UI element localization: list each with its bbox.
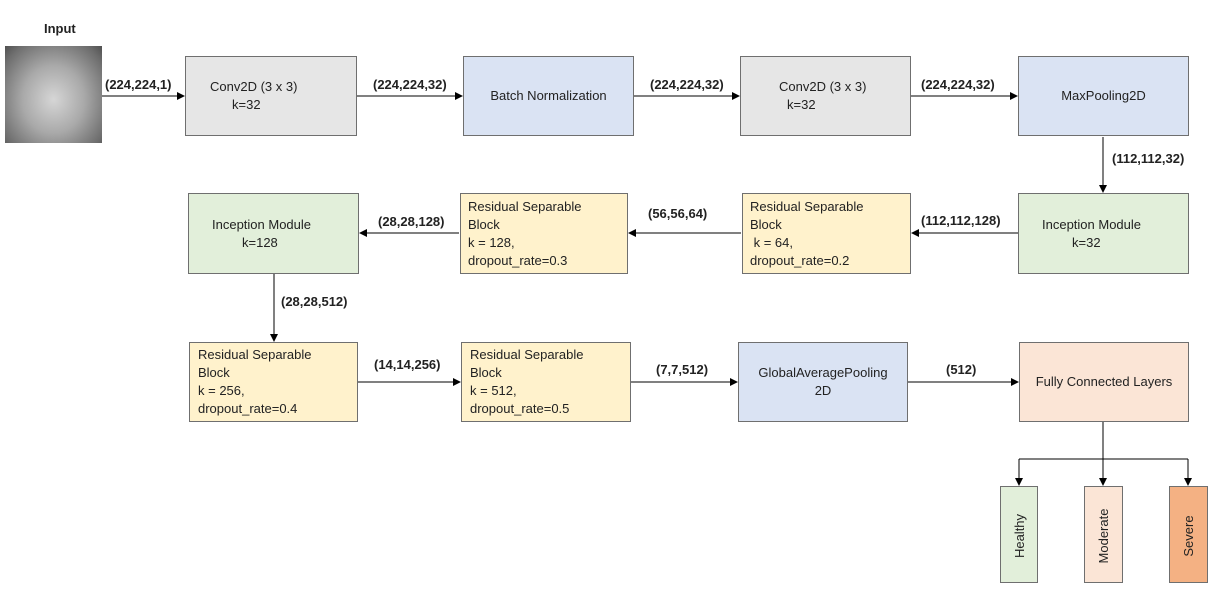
input-xray-image [5,46,102,143]
inception-2-filters: k=128 [242,234,278,250]
shape-label-conv2-maxpool: (224,224,32) [921,77,995,92]
res-1-line-1: Residual Separable [750,198,864,214]
conv2d-2-filters: k=32 [787,97,816,112]
output-severe: Severe [1169,486,1208,583]
res-2-line-1: Residual Separable [468,198,582,214]
shape-label-input-conv1: (224,224,1) [105,77,172,92]
gap-line-2: 2D [814,383,832,398]
global-average-pooling-block: GlobalAveragePooling 2D [738,342,908,422]
res-4-line-2: Block [470,365,502,380]
residual-separable-block-2: Residual Separable Block k = 128, dropou… [460,193,628,274]
conv2d-1-filters: k=32 [232,97,261,112]
res-4-line-4: dropout_rate=0.5 [470,401,570,416]
res-2-line-2: Block [468,216,500,232]
shape-label-bn-conv2: (224,224,32) [650,77,724,92]
gap-line-1: GlobalAveragePooling [758,365,888,380]
inception-module-block-2: Inception Module k=128 [188,193,359,274]
res-3-line-1: Residual Separable [198,347,312,362]
batch-normalization-label: Batch Normalization [490,88,607,103]
fully-connected-label: Fully Connected Layers [1035,374,1173,389]
residual-separable-block-1: Residual Separable Block k = 64, dropout… [742,193,911,274]
inception-1-label: Inception Module [1042,216,1142,232]
inception-1-filters: k=32 [1072,234,1101,250]
res-3-line-4: dropout_rate=0.4 [198,401,298,416]
input-title: Input [44,21,76,36]
res-3-line-3: k = 256, [198,383,245,398]
batch-normalization-block: Batch Normalization [463,56,634,136]
fully-connected-block: Fully Connected Layers [1019,342,1189,422]
res-4-line-3: k = 512, [470,383,517,398]
conv2d-1-label: Conv2D (3 x 3) [210,79,298,94]
shape-label-res2-inception2: (28,28,128) [378,214,445,229]
shape-label-gap-fc: (512) [946,362,977,377]
maxpooling2d-block: MaxPooling2D [1018,56,1189,136]
residual-separable-block-3: Residual Separable Block k = 256, dropou… [189,342,358,422]
res-1-line-4: dropout_rate=0.2 [750,252,850,268]
output-moderate-label: Moderate [1096,508,1111,564]
res-2-line-4: dropout_rate=0.3 [468,252,568,268]
shape-label-res3-res4: (14,14,256) [374,357,441,372]
res-2-line-3: k = 128, [468,234,515,250]
res-4-line-1: Residual Separable [470,347,584,362]
output-healthy-label: Healthy [1012,513,1027,559]
res-1-line-2: Block [750,216,782,232]
output-healthy: Healthy [1000,486,1038,583]
output-moderate: Moderate [1084,486,1123,583]
shape-label-inception2-res3: (28,28,512) [281,294,348,309]
maxpooling2d-label: MaxPooling2D [1061,88,1146,103]
res-3-line-2: Block [198,365,230,380]
residual-separable-block-4: Residual Separable Block k = 512, dropou… [461,342,631,422]
shape-label-conv1-bn: (224,224,32) [373,77,447,92]
shape-label-res1-res2: (56,56,64) [648,206,708,221]
output-severe-label: Severe [1181,515,1196,557]
inception-module-block-1: Inception Module k=32 [1018,193,1189,274]
conv2d-2-label: Conv2D (3 x 3) [779,79,867,94]
res-1-line-3: k = 64, [750,234,793,250]
shape-label-inception1-res1: (112,112,128) [921,213,1001,228]
shape-label-maxpool-inception1: (112,112,32) [1112,151,1185,166]
conv2d-block-1: Conv2D (3 x 3) k=32 [185,56,357,136]
shape-label-res4-gap: (7,7,512) [656,362,709,377]
conv2d-block-2: Conv2D (3 x 3) k=32 [740,56,911,136]
inception-2-label: Inception Module [212,216,312,232]
